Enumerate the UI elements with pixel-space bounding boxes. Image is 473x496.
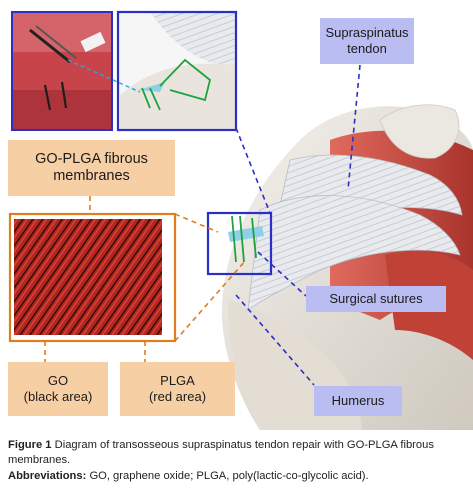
label-go-black-area: GO (black area)	[8, 362, 108, 416]
label-go-plga-text: GO-PLGA fibrous membranes	[35, 150, 148, 184]
connector-photo-inset	[67, 59, 141, 93]
label-plga-subtext: (red area)	[148, 389, 207, 404]
label-plga-red-area: PLGA (red area)	[120, 362, 235, 416]
label-go-subtext: (black area)	[23, 389, 93, 404]
figure-caption: Figure 1 Diagram of transosseous suprasp…	[8, 438, 466, 484]
label-humerus: Humerus	[314, 386, 402, 416]
leader-lines	[44, 64, 361, 386]
label-supraspinatus-tendon: Supraspinatus tendon	[320, 18, 414, 64]
label-go-text: GO	[47, 373, 69, 389]
caption-figure-text: Diagram of transosseous supraspinatus te…	[8, 439, 434, 467]
caption-abbrev-text: GO, graphene oxide; PLGA, poly(lactic-co…	[89, 469, 369, 482]
inset-detail	[116, 10, 238, 132]
surgical-photo	[11, 11, 113, 131]
label-humerus-text: Humerus	[331, 393, 385, 409]
caption-abbrev-line: Abbreviations: GO, graphene oxide; PLGA,…	[8, 469, 466, 484]
caption-figure-label: Figure 1	[8, 439, 52, 451]
label-go-plga-membranes: GO-PLGA fibrous membranes	[8, 140, 175, 196]
caption-figure-line: Figure 1 Diagram of transosseous suprasp…	[8, 438, 466, 469]
label-plga-text: PLGA	[160, 373, 195, 389]
label-sutures-text: Surgical sutures	[329, 291, 423, 307]
shoulder-diagram	[8, 10, 473, 430]
shoulder-anatomy	[221, 104, 473, 430]
mesh-sample	[8, 212, 177, 343]
repair-site-box	[206, 211, 273, 276]
label-surgical-sutures: Surgical sutures	[306, 286, 446, 312]
caption-abbrev-label: Abbreviations:	[8, 469, 87, 482]
label-supraspinatus-text: Supraspinatus tendon	[325, 25, 409, 56]
